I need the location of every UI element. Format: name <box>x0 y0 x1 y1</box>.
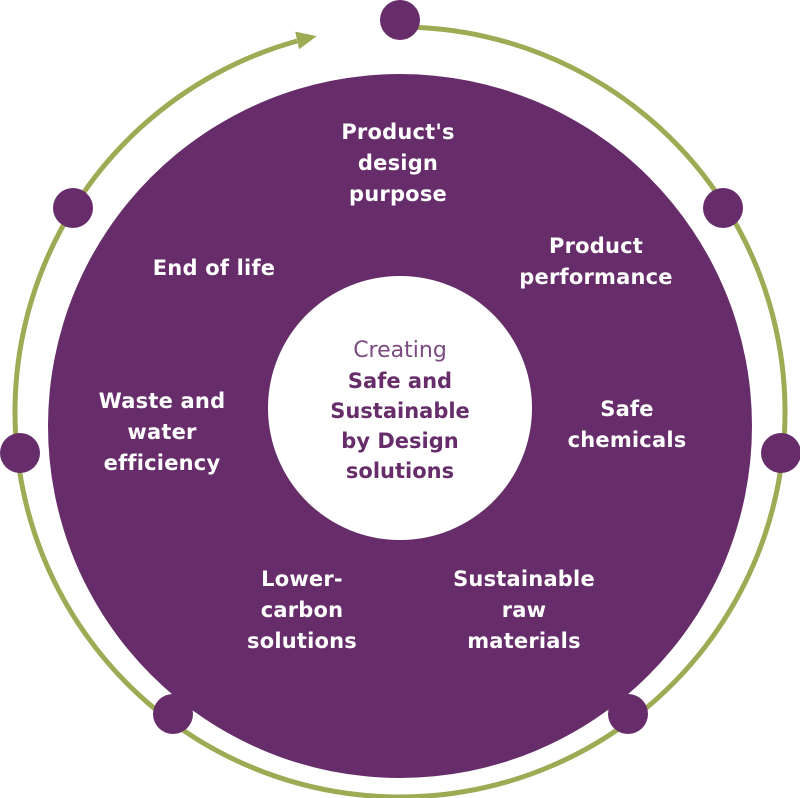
cycle-node <box>53 188 93 228</box>
segment-label-line: raw <box>501 598 547 622</box>
segment-label-line: purpose <box>349 182 447 206</box>
cycle-node <box>380 0 420 40</box>
center-title: Creating Safe and Sustainable by Design … <box>330 336 470 486</box>
cycle-node <box>153 694 193 734</box>
center-line: solutions <box>345 459 455 483</box>
cycle-node <box>608 694 648 734</box>
segment-sustainable-raw-materials: Sustainable raw materials <box>453 564 595 657</box>
center-line: Sustainable <box>330 399 470 423</box>
segment-label-line: End of life <box>152 256 276 280</box>
segment-label-line: chemicals <box>567 428 687 452</box>
cycle-node <box>761 433 800 473</box>
segment-label-line: performance <box>519 265 673 289</box>
segment-label-line: Lower- <box>261 567 343 591</box>
center-circle <box>268 276 532 540</box>
arrow-right-icon <box>295 31 317 50</box>
center-line: Safe and <box>347 369 453 393</box>
center-intro: Creating <box>353 338 447 363</box>
segment-label-line: Product's <box>341 120 455 144</box>
segment-label-line: design <box>357 151 439 175</box>
cycle-node <box>703 188 743 228</box>
center-line: by Design <box>341 429 459 453</box>
segment-label-line: solutions <box>247 629 357 653</box>
segment-end-of-life: End of life <box>153 253 276 284</box>
segment-label-line: materials <box>467 629 581 653</box>
segment-label-line: carbon <box>260 598 344 622</box>
segment-lower-carbon-solutions: Lower- carbon solutions <box>247 564 357 657</box>
cycle-node <box>0 433 40 473</box>
segment-label-line: efficiency <box>103 451 221 475</box>
segment-product-performance: Product performance <box>519 231 672 293</box>
segment-label-line: Waste and <box>98 389 226 413</box>
segment-label-line: water <box>127 420 197 444</box>
segment-label-line: Safe <box>600 397 654 421</box>
segment-design-purpose: Product's design purpose <box>341 117 454 210</box>
segment-safe-chemicals: Safe chemicals <box>568 394 687 456</box>
cycle-nodes <box>0 0 800 734</box>
segment-label-line: Product <box>548 234 644 258</box>
segment-waste-water-efficiency: Waste and water efficiency <box>99 386 226 479</box>
segment-label-line: Sustainable <box>453 567 595 591</box>
